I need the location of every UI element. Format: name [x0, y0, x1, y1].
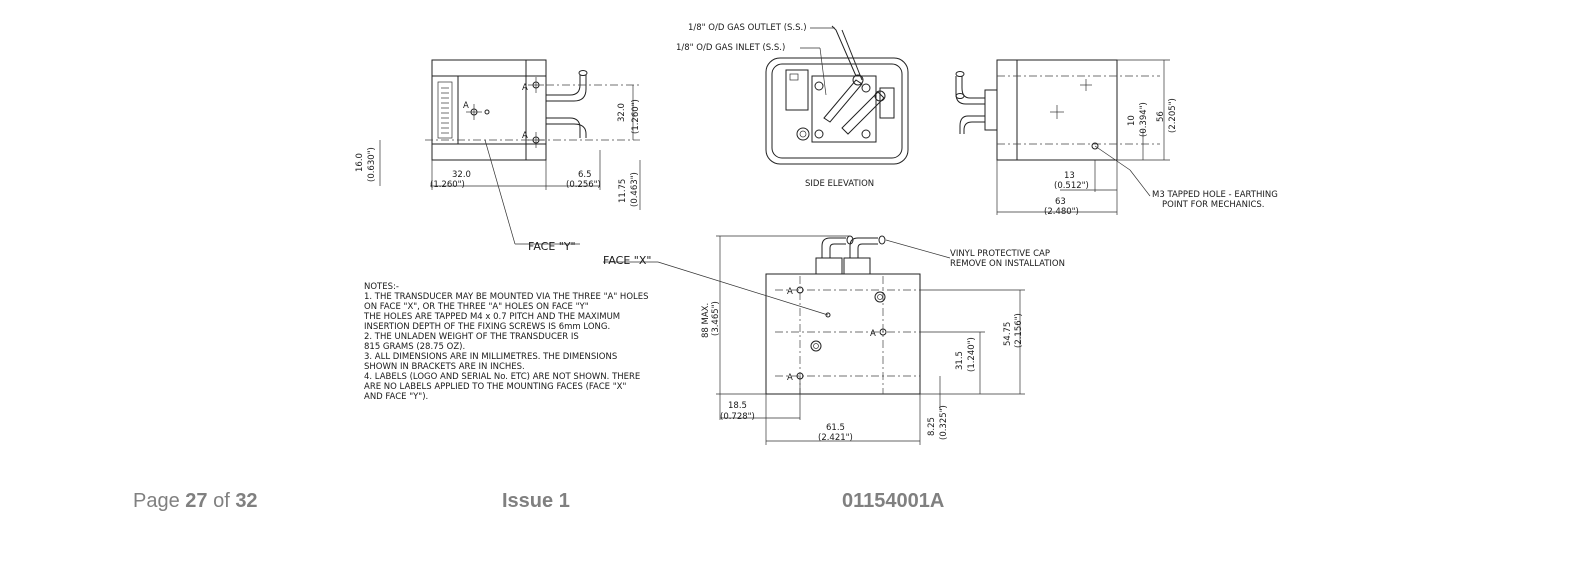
dim-text: 54.75 — [1003, 322, 1013, 346]
dim-text: (1.240") — [967, 337, 977, 372]
note-line: NOTES:- — [364, 282, 399, 292]
dim-text: (0.728") — [720, 412, 755, 422]
note-line: INSERTION DEPTH OF THE FIXING SCREWS IS … — [364, 322, 610, 332]
dim-text: (0.463") — [630, 172, 640, 207]
dim-text: 10 — [1127, 115, 1137, 126]
end-view — [955, 59, 1170, 215]
note-line: ARE NO LABELS APPLIED TO THE MOUNTING FA… — [364, 382, 626, 392]
dim-text: 11.75 — [618, 179, 628, 203]
vinyl-cap-label: VINYL PROTECTIVE CAP — [950, 249, 1050, 259]
note-line: 815 GRAMS (28.75 OZ). — [364, 342, 465, 352]
m3-hole-label: POINT FOR MECHANICS. — [1162, 200, 1265, 210]
side-elevation-labels: 1/8" O/D GAS OUTLET (S.S.) 1/8" O/D GAS … — [676, 23, 874, 189]
page-number: Page 27 of 32 — [133, 490, 258, 513]
note-line: 2. THE UNLADEN WEIGHT OF THE TRANSDUCER … — [364, 332, 579, 342]
dim-text: (2.421") — [818, 433, 853, 443]
note-line: 3. ALL DIMENSIONS ARE IN MILLIMETRES. TH… — [364, 352, 617, 362]
dim-text: 32.0 — [452, 170, 471, 180]
hole-a-label: A — [522, 83, 528, 93]
dim-text: (2.156") — [1014, 313, 1024, 348]
end-view-dimensions: 10 (0.394") 56 (2.205") 13 (0.512") 63 (… — [1044, 98, 1278, 217]
dim-text: 13 — [1064, 171, 1075, 181]
dim-text: 8.25 — [927, 417, 937, 436]
hole-a-label: A — [870, 329, 876, 339]
face-y-label: FACE "Y" — [528, 240, 576, 253]
dim-text: (2.205") — [1168, 98, 1178, 133]
page-current: 27 — [185, 490, 208, 512]
note-line: ON FACE "X", OR THE THREE "A" HOLES ON F… — [364, 302, 589, 312]
dim-text: (0.256") — [566, 180, 601, 190]
m3-hole-label: M3 TAPPED HOLE - EARTHING — [1152, 190, 1278, 200]
dim-text: 88 MAX. — [701, 303, 711, 338]
dim-text: 6.5 — [578, 170, 592, 180]
dim-text: (3.465") — [711, 301, 721, 336]
dim-text: (0.325") — [939, 405, 949, 440]
face-y-dimensions: 32.0 (1.260") 6.5 (0.256") 32.0 (1.260")… — [355, 99, 641, 207]
dim-text: 32.0 — [617, 103, 627, 122]
dim-text: (2.480") — [1044, 207, 1079, 217]
gas-outlet-label: 1/8" O/D GAS OUTLET (S.S.) — [688, 23, 807, 33]
vinyl-cap-label: REMOVE ON INSTALLATION — [950, 259, 1065, 269]
gas-inlet-label: 1/8" O/D GAS INLET (S.S.) — [676, 43, 785, 53]
page-total: 32 — [235, 490, 258, 512]
face-x-dimensions: 88 MAX. (3.465") 54.75 (2.156") 31.5 (1.… — [701, 301, 1024, 443]
dim-text: 31.5 — [955, 351, 965, 370]
face-labels: FACE "Y" FACE "X" VINYL PROTECTIVE CAP R… — [484, 139, 1065, 316]
note-line: SHOWN IN BRACKETS ARE IN INCHES. — [364, 362, 525, 372]
note-line: 4. LABELS (LOGO AND SERIAL No. ETC) ARE … — [364, 372, 640, 382]
hole-a-label: A — [787, 287, 793, 297]
page-of: of — [207, 490, 236, 512]
issue-text: Issue 1 — [502, 490, 570, 512]
dim-text: 63 — [1055, 197, 1066, 207]
note-line: THE HOLES ARE TAPPED M4 x 0.7 PITCH AND … — [363, 312, 620, 322]
side-elevation-title: SIDE ELEVATION — [805, 179, 874, 189]
dim-text: (0.512") — [1054, 181, 1089, 191]
doc-number-text: 01154001A — [842, 490, 945, 512]
note-line: 1. THE TRANSDUCER MAY BE MOUNTED VIA THE… — [364, 292, 649, 302]
hole-a-label: A — [522, 131, 528, 141]
dim-text: (0.394") — [1139, 102, 1149, 137]
dim-text: 56 — [1156, 111, 1166, 122]
side-elevation-view — [765, 25, 909, 165]
notes-block: NOTES:- 1. THE TRANSDUCER MAY BE MOUNTED… — [363, 282, 649, 402]
face-y-view: A A A — [379, 59, 641, 210]
face-x-view: A A A — [716, 235, 1025, 445]
dim-text: 16.0 — [355, 153, 365, 172]
hole-a-label: A — [787, 373, 793, 383]
hole-a-label: A — [463, 101, 469, 111]
dim-text: 18.5 — [728, 401, 747, 411]
dim-text: (1.260") — [430, 180, 465, 190]
page-prefix: Page — [133, 490, 186, 512]
dim-text: 61.5 — [826, 423, 845, 433]
issue-label: Issue 1 — [502, 490, 570, 513]
dim-text: (1.260") — [631, 99, 641, 134]
dim-text: (0.630") — [367, 147, 377, 182]
document-number: 01154001A — [842, 490, 944, 513]
note-line: AND FACE "Y"). — [364, 392, 428, 402]
face-x-label: FACE "X" — [603, 254, 651, 267]
